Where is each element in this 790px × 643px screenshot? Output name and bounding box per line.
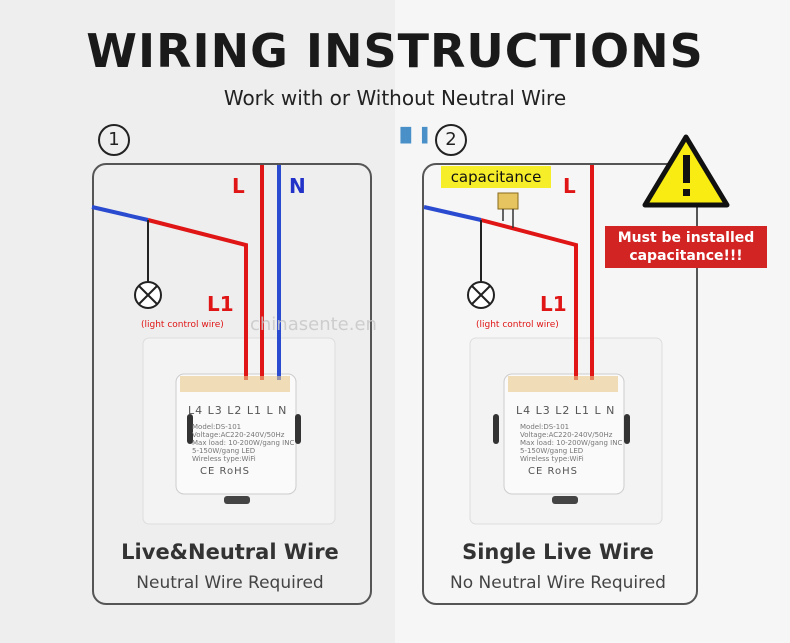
left-caption-title: Live&Neutral Wire bbox=[121, 540, 339, 564]
watermark: chinasente.en bbox=[250, 314, 377, 335]
capacitor bbox=[497, 192, 519, 210]
left-label-l1: L1 bbox=[207, 292, 234, 316]
page-title: WIRING INSTRUCTIONS bbox=[86, 24, 704, 78]
bar-chart-icon: ▐▌▐ bbox=[395, 128, 428, 144]
right-label-l: L bbox=[563, 174, 576, 198]
page-subtitle: Work with or Without Neutral Wire bbox=[223, 86, 567, 110]
left-label-n: N bbox=[289, 174, 306, 198]
step-number-1: 1 bbox=[98, 124, 130, 156]
left-panel bbox=[92, 163, 372, 605]
left-red-wire-l1 bbox=[147, 218, 248, 380]
right-red-wire-l1 bbox=[480, 218, 578, 380]
right-blue-wire-lamp bbox=[423, 205, 482, 222]
warning-banner: Must be installed capacitance!!! bbox=[605, 226, 767, 268]
right-cert: CE RoHS bbox=[528, 466, 578, 477]
left-light-note: (light control wire) bbox=[141, 320, 224, 330]
right-terminal-labels: L4 L3 L2 L1 L N bbox=[516, 404, 616, 417]
left-label-l: L bbox=[232, 174, 245, 198]
left-terminal-labels: L4 L3 L2 L1 L N bbox=[188, 404, 288, 417]
right-caption-title: Single Live Wire bbox=[462, 540, 654, 564]
right-light-note: (light control wire) bbox=[476, 320, 559, 330]
warning-line-1: Must be installed bbox=[617, 230, 755, 246]
right-panel bbox=[422, 163, 698, 605]
left-caption-sub: Neutral Wire Required bbox=[136, 573, 324, 593]
warning-line-2: capacitance!!! bbox=[629, 248, 743, 264]
left-cert: CE RoHS bbox=[200, 466, 250, 477]
background-left bbox=[0, 0, 395, 643]
right-label-l1: L1 bbox=[540, 292, 567, 316]
capacitance-label: capacitance bbox=[441, 166, 551, 188]
right-caption-sub: No Neutral Wire Required bbox=[450, 573, 666, 593]
step-number-2: 2 bbox=[435, 124, 467, 156]
left-blue-wire-lamp bbox=[91, 205, 149, 222]
